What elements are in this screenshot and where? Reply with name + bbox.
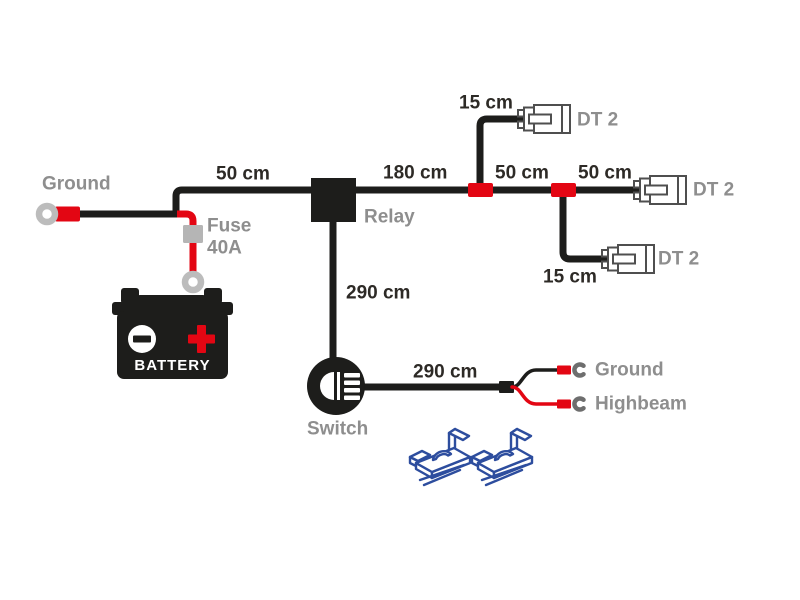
junction-1 (468, 183, 493, 197)
dt2-connector-icon-bottom (601, 244, 655, 274)
switch-label: Switch (307, 418, 369, 440)
measure-relay-to-switch: 290 cm (346, 282, 411, 304)
battery-to-relay-wire (172, 186, 315, 217)
dt2-top-label: DT 2 (577, 109, 619, 131)
branch-bottom-wire (559, 188, 609, 263)
battery-label: BATTERY (134, 357, 210, 374)
spade-terminal-icon-highbeam (572, 396, 586, 412)
measure-junction2-to-dt2-middle: 50 cm (578, 162, 632, 184)
quick-splice-icon-left (408, 427, 472, 487)
measure-junction1-to-dt2-top: 15 cm (459, 92, 513, 114)
fuse-lead-wire (177, 210, 197, 272)
harness-wires (74, 115, 641, 391)
output-highbeam-wire (510, 385, 560, 406)
output-split (499, 362, 586, 412)
measure-switch-to-outputs: 290 cm (413, 361, 478, 383)
dt2-bottom-label: DT 2 (658, 248, 700, 270)
junction-2 (551, 183, 576, 197)
ground-ring-terminal (35, 202, 80, 226)
ground-input-label: Ground (42, 173, 111, 195)
fuse-name-label: Fuse (207, 215, 252, 237)
relay-icon (311, 178, 356, 222)
switch-icon (307, 357, 365, 415)
fuse-ring-terminal-icon (181, 270, 205, 294)
ring-terminal-icon (35, 202, 59, 226)
branch-top-wire (476, 115, 525, 192)
output-ground-label: Ground (595, 359, 664, 381)
fuse-icon (183, 225, 203, 243)
dt2-middle-label: DT 2 (693, 179, 735, 201)
crimp-ground (557, 365, 571, 375)
battery-icon: BATTERY (112, 288, 233, 379)
relay-label: Relay (364, 206, 415, 228)
sheath-end (499, 381, 514, 393)
measure-battery-to-relay: 50 cm (216, 163, 270, 185)
measure-junction2-to-dt2-bottom: 15 cm (543, 266, 597, 288)
output-highbeam-label: Highbeam (595, 393, 687, 415)
fuse-rating-label: 40A (207, 237, 242, 259)
spade-terminal-icon-ground (572, 362, 586, 378)
dt2-connector-icon-middle (633, 175, 687, 205)
measure-relay-to-junction1: 180 cm (383, 162, 448, 184)
measure-junction1-to-junction2: 50 cm (495, 162, 549, 184)
output-ground-wire (510, 368, 560, 389)
crimp-highbeam (557, 399, 571, 409)
dt2-connector-icon-top (517, 104, 571, 134)
headlight-beam-icon (320, 372, 360, 400)
quick-splice-icon-right (470, 427, 534, 487)
crimp (55, 206, 80, 222)
battery-plus-icon (188, 325, 215, 353)
